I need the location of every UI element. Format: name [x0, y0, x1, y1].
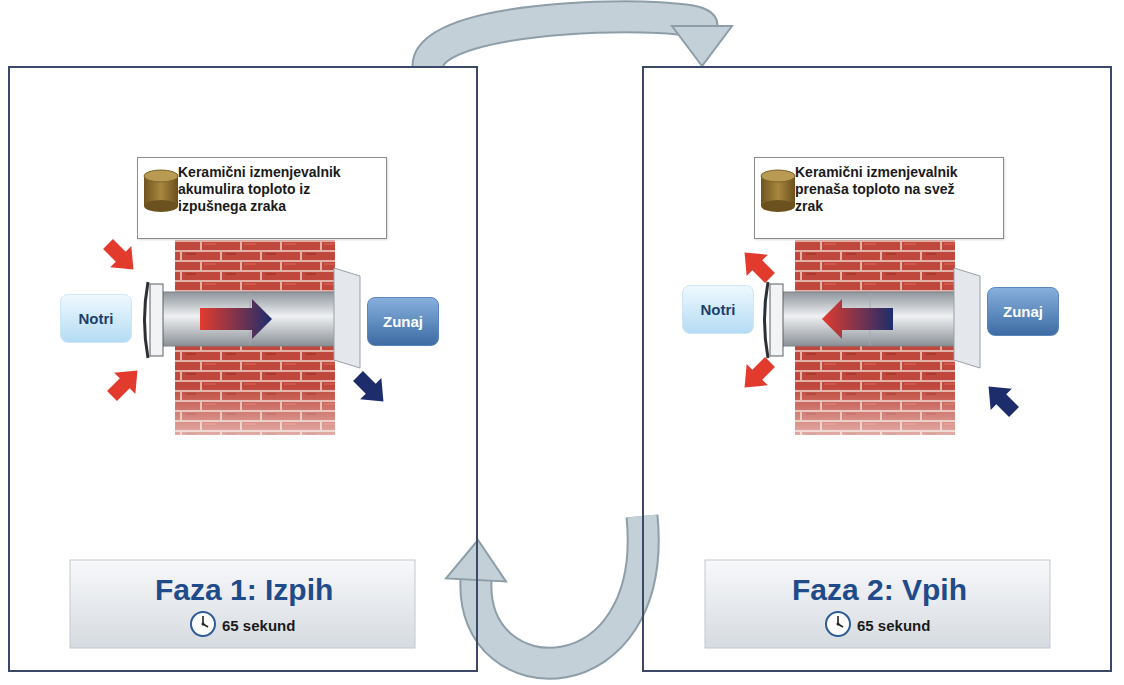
phase-band: [705, 560, 1050, 648]
box-label: Notri: [73, 310, 119, 327]
phase-title: Faza 2: Vpih: [792, 572, 967, 608]
air-arrow: [347, 365, 394, 412]
cycle-arrow: [428, 17, 732, 66]
phase-duration: 65 sekund: [857, 617, 930, 635]
cycle-arrow-outline: [476, 516, 643, 663]
indoor-label-box: Notri: [60, 294, 132, 343]
air-arrow: [97, 233, 144, 280]
ceramic-exchanger-icon: [144, 170, 178, 212]
box-label: Notri: [695, 301, 741, 318]
callout-box: Keramični izmenjevalnik akumulira toplot…: [137, 157, 387, 239]
cycle-arrow-body: [476, 516, 643, 663]
clock-icon: [826, 612, 850, 636]
callout-text: Keramični izmenjevalnik prenaša toploto …: [795, 164, 983, 215]
phase-title: Faza 1: Izpih: [155, 572, 333, 608]
outdoor-label-box: Zunaj: [987, 287, 1059, 336]
outdoor-label-box: Zunaj: [367, 297, 439, 346]
ventilation-unit: [765, 240, 981, 435]
callout-text: Keramični izmenjevalnik akumulira toplot…: [178, 164, 366, 215]
air-arrow: [101, 360, 148, 407]
callout-box: Keramični izmenjevalnik prenaša toploto …: [754, 157, 1004, 239]
air-arrow: [734, 242, 781, 289]
air-arrow: [978, 376, 1025, 423]
phase-panel: Faza 2: Vpih 65 sekund Keramični izmenjeva…: [642, 66, 1112, 672]
indoor-label-box: Notri: [682, 285, 754, 334]
phase-duration: 65 sekund: [222, 617, 295, 635]
phase-panel: Faza 1: Izpih 65 sekund Keramični izmenjev…: [8, 66, 478, 672]
box-label: Zunaj: [1000, 303, 1046, 320]
flow-arrow: [200, 299, 272, 339]
air-arrow: [734, 351, 781, 398]
ventilation-unit: [145, 240, 361, 435]
ceramic-exchanger-icon: [761, 170, 795, 212]
cycle-arrow-head: [672, 26, 732, 66]
cycle-arrow: [446, 516, 643, 663]
cycle-arrow-body: [428, 17, 702, 66]
cycle-arrow-outline: [428, 17, 702, 66]
clock-icon: [191, 612, 215, 636]
box-label: Zunaj: [380, 313, 426, 330]
flow-arrow: [822, 299, 893, 339]
phase-band: [70, 560, 415, 648]
